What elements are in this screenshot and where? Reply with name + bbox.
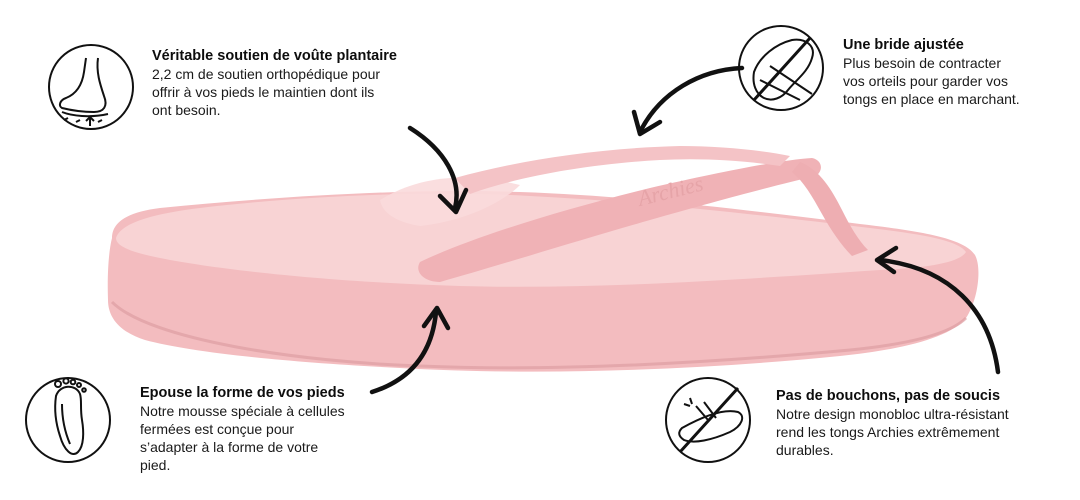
- arrow-arch: [407, 125, 459, 211]
- no-broken-plug-icon: [665, 377, 751, 463]
- arrow-strap-head: [631, 109, 663, 137]
- feature-desc-line: fermées est conçue pour: [140, 421, 295, 437]
- feature-desc-line: vos orteils pour garder vos: [843, 73, 1008, 89]
- feature-desc-line: Notre design monobloc ultra-résistant: [776, 406, 1009, 422]
- foot-arch-icon: [48, 44, 134, 130]
- feature-desc-line: s’adapter à la forme de votre: [140, 439, 319, 455]
- arrow-plugs-head: [874, 245, 899, 275]
- feature-desc-line: pied.: [140, 457, 171, 473]
- feature-desc-line: 2,2 cm de soutien orthopédique pour: [152, 66, 381, 82]
- feature-title: Epouse la forme de vos pieds: [140, 385, 345, 401]
- feature-no-plugs: Pas de bouchons, pas de soucis Notre des…: [776, 387, 1071, 459]
- sole-edge: [110, 300, 968, 370]
- arch-bump: [380, 177, 520, 226]
- feature-fitted-strap: Une bride ajustée Plus besoin de contrac…: [843, 36, 1075, 108]
- feature-desc-line: Plus besoin de contracter: [843, 55, 1001, 71]
- feature-desc-line: durables.: [776, 442, 834, 458]
- feature-arch-support: Véritable soutien de voûte plantaire 2,2…: [152, 47, 432, 119]
- sandal-strap-right: [792, 162, 868, 256]
- arrow-shape: [369, 309, 439, 395]
- feature-desc-line: rend les tongs Archies extrêmement: [776, 424, 1000, 440]
- feature-desc-line: tongs en place en marchant.: [843, 91, 1020, 107]
- feature-foot-shape: Epouse la forme de vos pieds Notre mouss…: [140, 384, 365, 474]
- sandal-strap-back: [455, 146, 790, 194]
- arrow-strap: [637, 65, 745, 135]
- footprint-icon: [25, 377, 111, 463]
- feature-desc-line: offrir à vos pieds le maintien dont ils: [152, 84, 375, 100]
- feature-desc-line: ont besoin.: [152, 102, 221, 118]
- arrow-shape-head: [421, 305, 451, 331]
- feature-desc-line: Notre mousse spéciale à cellules: [140, 403, 345, 419]
- no-toe-grip-icon: [738, 25, 824, 111]
- sandal-strap-left: [418, 158, 821, 282]
- feature-title: Pas de bouchons, pas de soucis: [776, 388, 1001, 404]
- feature-title: Une bride ajustée: [843, 37, 964, 53]
- feature-title: Véritable soutien de voûte plantaire: [152, 48, 397, 64]
- arrow-arch-head: [437, 187, 469, 215]
- arrow-plugs: [877, 257, 1001, 375]
